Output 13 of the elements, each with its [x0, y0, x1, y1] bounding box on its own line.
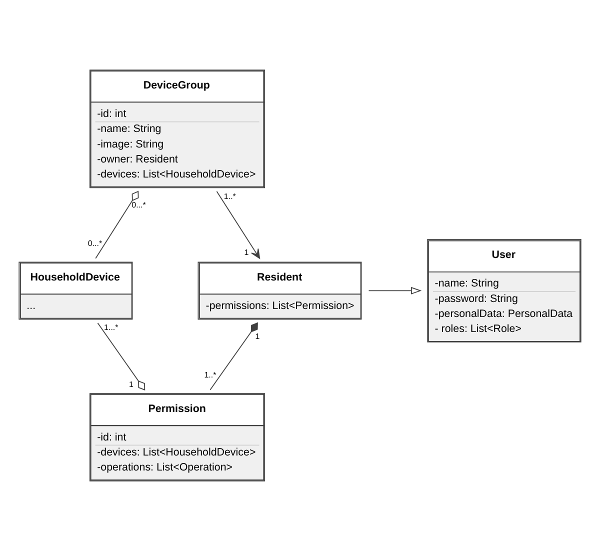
label: 1..*	[224, 191, 236, 200]
label: 1	[255, 332, 260, 341]
label: 1	[244, 247, 249, 256]
label: 0...*	[132, 200, 146, 210]
arrow	[216, 190, 260, 258]
connector	[97, 322, 146, 390]
label: 1..*	[204, 370, 216, 380]
arrow	[368, 286, 422, 294]
connector	[210, 322, 258, 390]
label: 1	[129, 379, 134, 388]
label: 1...*	[104, 322, 118, 332]
label: 0...*	[88, 238, 102, 248]
connector	[95, 190, 139, 258]
